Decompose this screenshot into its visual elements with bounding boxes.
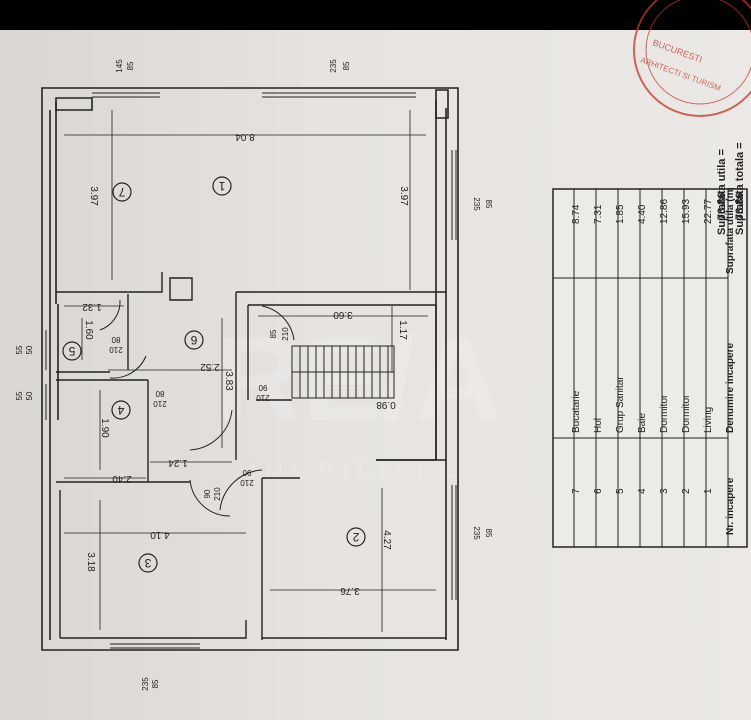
row-2-nr: 2 (681, 488, 692, 494)
row-6-name: Hol (593, 418, 604, 433)
room-numbers: 7 1 6 5 4 3 2 (68, 179, 359, 570)
opening-top-left-a: 145 (115, 59, 124, 73)
room-number-3: 3 (144, 556, 151, 570)
door-90a-a: 90 (258, 383, 267, 392)
row-7-nr: 7 (571, 488, 582, 494)
dim-804: 8.04 (235, 131, 255, 142)
stamp: BUCURESTI ARHITECTI SI TURISM (633, 0, 751, 117)
dim-190: 1.90 (99, 418, 110, 438)
header-nr: Nr. incapere (725, 477, 736, 535)
opening-bottom-a: 235 (141, 677, 150, 691)
row-1-area: 22.77 (703, 199, 714, 224)
dim-117: 1.17 (397, 320, 408, 340)
opening-left2-a: 55 (15, 391, 24, 400)
opening-top-right-a: 235 (329, 59, 338, 73)
dim-383: 3.83 (223, 371, 234, 391)
row-3-nr: 3 (659, 488, 670, 494)
watermark: RE/A IMOBILIARE (215, 312, 502, 483)
row-2-name: Dormitor (681, 394, 692, 433)
room-number-4: 4 (117, 403, 124, 417)
row-4-name: Baie (637, 413, 648, 433)
row-6-nr: 6 (593, 488, 604, 494)
door-90a-b: 210 (256, 393, 270, 402)
row-3-area: 12.86 (659, 199, 670, 224)
dimension-labels: 8.04 3.97 3.97 3.60 1.17 0.98 2.52 3.83 … (82, 131, 409, 596)
doors (99, 299, 295, 517)
opening-bottom-b: 85 (151, 679, 160, 688)
room-number-7: 7 (118, 185, 125, 199)
area-table: Nr. incapere Denumire incapere Suprafata… (552, 188, 748, 548)
opening-top-right-b: 85 (342, 61, 351, 70)
opening-right1-a: 235 (472, 197, 481, 211)
opening-left2-b: 50 (25, 391, 34, 400)
door-90c-b: 210 (213, 487, 222, 501)
row-1-nr: 1 (703, 488, 714, 494)
table-content: Nr. incapere Denumire incapere Suprafata… (571, 188, 736, 535)
row-2-area: 15.93 (681, 199, 692, 224)
door-80a-a: 80 (111, 335, 120, 344)
inner-walls (56, 272, 446, 640)
door-85-b: 210 (281, 327, 290, 341)
row-1-name: Living (703, 407, 714, 433)
staircase (291, 345, 395, 399)
opening-right2-a: 235 (472, 526, 481, 540)
dim-397-left: 3.97 (88, 186, 99, 206)
dim-427: 4.27 (381, 530, 392, 550)
row-5-name: Grup Sanitar (615, 376, 626, 433)
dim-240: 2.40 (112, 473, 132, 484)
room-number-5: 5 (68, 344, 75, 358)
door-80b-a: 80 (155, 389, 164, 398)
dim-160: 1.60 (83, 320, 94, 340)
row-5-area: 1.85 (615, 204, 626, 224)
opening-right2-b: 85 (484, 529, 493, 538)
row-4-nr: 4 (637, 488, 648, 494)
row-5-nr: 5 (615, 488, 626, 494)
door-80a-b: 210 (109, 345, 123, 354)
door-90c-a: 90 (203, 489, 212, 498)
door-90b-b: 210 (240, 478, 254, 487)
row-7-area: 8.74 (571, 204, 582, 224)
opening-left1-b: 50 (25, 345, 34, 354)
dim-397-right: 3.97 (398, 186, 409, 206)
opening-right1-b: 85 (484, 200, 493, 209)
dim-410: 4.10 (150, 529, 170, 540)
header-area: Suprafata utila (mp) (725, 188, 736, 274)
room-number-6: 6 (190, 333, 197, 347)
header-name: Denumire incapere (725, 343, 736, 433)
row-4-area: 4.40 (637, 204, 648, 224)
dim-124: 1.24 (168, 457, 188, 468)
room-number-1: 1 (218, 179, 225, 193)
watermark-sub: IMOBILIARE (250, 458, 466, 483)
row-7-name: Bucatarie (571, 390, 582, 433)
room-number-circles (62, 176, 366, 573)
dim-132: 1.32 (82, 301, 102, 312)
watermark-mark: RE/A (215, 312, 502, 446)
dim-318: 3.18 (85, 552, 96, 572)
row-3-name: Dormitor (659, 394, 670, 433)
room-number-2: 2 (352, 530, 359, 544)
dim-252: 2.52 (200, 361, 220, 372)
opening-top-left-b: 85 (126, 61, 135, 70)
opening-labels: 145 85 235 85 235 85 235 85 235 85 55 50… (15, 59, 493, 691)
dim-360: 3.60 (333, 309, 353, 320)
windows (41, 92, 457, 649)
row-6-area: 7.31 (593, 204, 604, 224)
dim-098: 0.98 (376, 399, 396, 410)
door-90b-a: 90 (242, 468, 251, 477)
dim-376: 3.76 (340, 585, 360, 596)
door-85-a: 85 (269, 329, 278, 338)
opening-left1-a: 55 (15, 345, 24, 354)
dimension-lines (64, 110, 436, 632)
door-80b-b: 210 (153, 399, 167, 408)
